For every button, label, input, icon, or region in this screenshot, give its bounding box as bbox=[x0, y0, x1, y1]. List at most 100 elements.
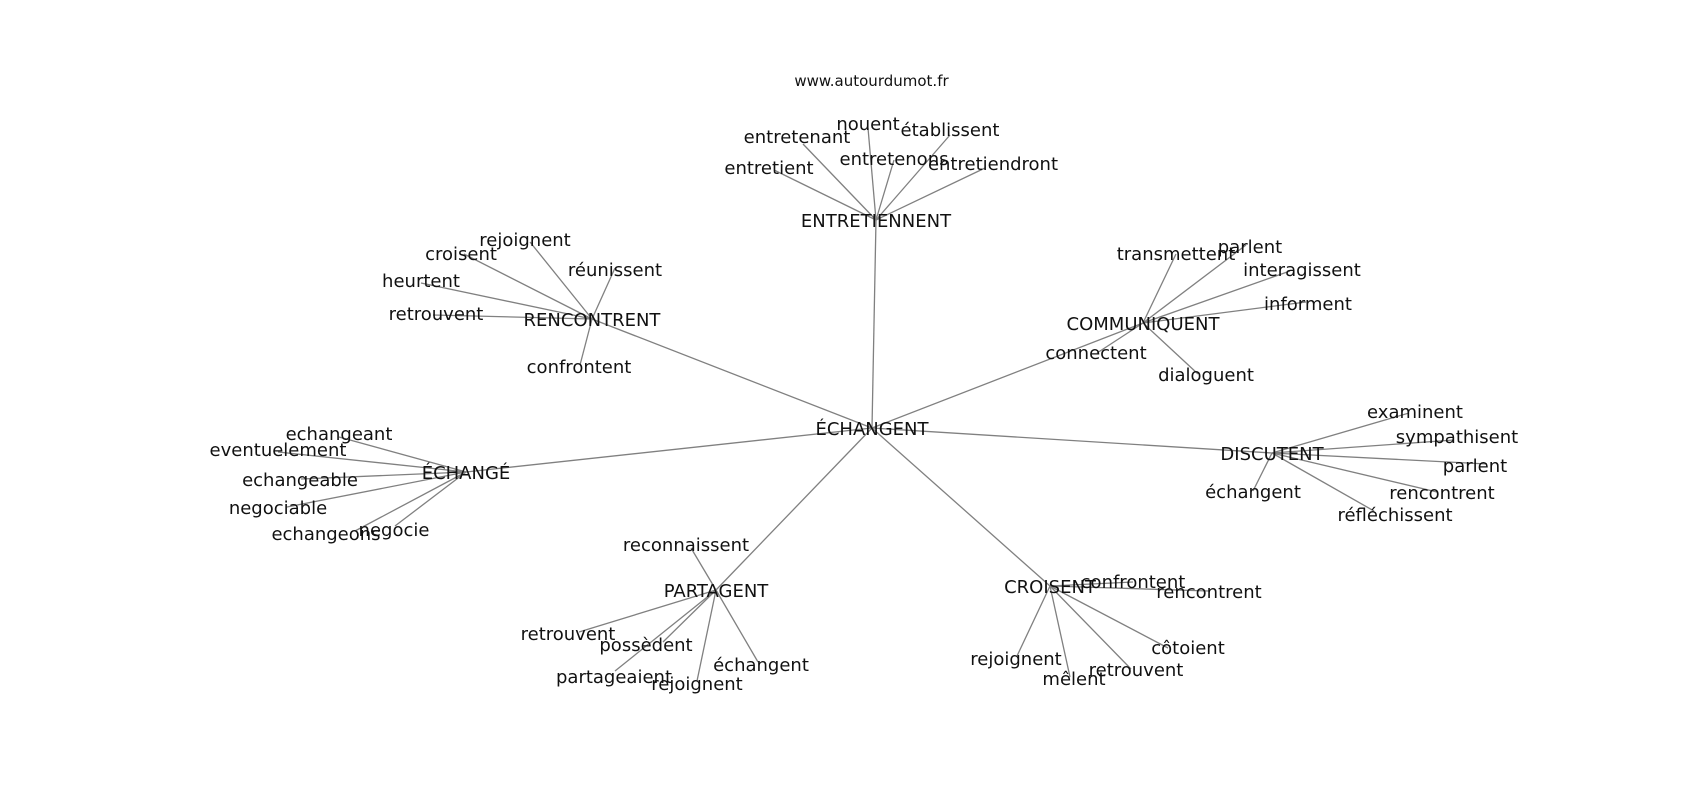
edge-entretiennent-to-nouent bbox=[867, 127, 877, 221]
leaf-node-echangent[interactable]: échangent bbox=[713, 655, 809, 676]
edge-echange-to-eventuelement bbox=[277, 451, 467, 473]
edge-partagent-to-retrouvent bbox=[578, 589, 717, 633]
edge-communiquent-to-interagissent bbox=[1142, 270, 1291, 324]
leaf-node-retrouvent[interactable]: retrouvent bbox=[521, 624, 616, 645]
edge-rencontrent-to-croisent bbox=[463, 253, 593, 320]
leaf-node-echangeons[interactable]: echangeons bbox=[271, 524, 380, 545]
hub-node-rencontrent[interactable]: RENCONTRENT bbox=[524, 310, 662, 331]
leaf-node-connectent[interactable]: connectent bbox=[1045, 343, 1146, 364]
site-watermark: www.autourdumot.fr bbox=[794, 72, 949, 90]
leaf-node-etablissent[interactable]: établissent bbox=[901, 120, 1000, 141]
edge-communiquent-to-parlent bbox=[1142, 244, 1247, 324]
edge-croisent-to-rencontrent bbox=[1049, 585, 1210, 592]
hub-node-croisent[interactable]: CROISENT bbox=[1004, 577, 1097, 598]
edge-root-to-discutent bbox=[871, 427, 1273, 454]
edge-communiquent-to-dialoguent bbox=[1142, 322, 1199, 375]
leaf-node-reunissent[interactable]: réunissent bbox=[568, 260, 662, 281]
leaf-node-rejoignent[interactable]: rejoignent bbox=[970, 649, 1061, 670]
leaf-node-echangent[interactable]: échangent bbox=[1205, 482, 1301, 503]
leaf-node-entretient[interactable]: entretient bbox=[724, 158, 813, 179]
leaf-node-retrouvent[interactable]: retrouvent bbox=[389, 304, 484, 325]
edge-discutent-to-echangent bbox=[1252, 452, 1273, 492]
leaf-node-negocie[interactable]: negocie bbox=[359, 520, 430, 541]
edge-discutent-to-reflechissent bbox=[1271, 452, 1375, 512]
leaf-node-rencontrent[interactable]: rencontrent bbox=[1389, 483, 1494, 504]
leaf-node-sympathisent[interactable]: sympathisent bbox=[1396, 427, 1518, 448]
hub-node-echange[interactable]: ÉCHANGÉ bbox=[422, 462, 511, 484]
edge-croisent-to-melent bbox=[1049, 585, 1071, 678]
edge-discutent-to-rencontrent bbox=[1271, 452, 1438, 493]
leaf-node-echangeant[interactable]: echangeant bbox=[286, 424, 393, 445]
edge-rencontrent-to-retrouvent bbox=[432, 314, 593, 320]
leaf-node-entretiendront[interactable]: entretiendront bbox=[928, 154, 1058, 175]
leaf-node-parlent[interactable]: parlent bbox=[1443, 456, 1507, 477]
leaf-node-informent[interactable]: informent bbox=[1264, 294, 1352, 315]
edge-communiquent-to-informent bbox=[1142, 301, 1307, 324]
leaf-node-entretenons[interactable]: entretenons bbox=[840, 149, 949, 170]
hub-node-entretiennent[interactable]: ENTRETIENNENT bbox=[801, 211, 952, 232]
edge-echange-to-echangeant bbox=[338, 436, 467, 473]
edge-entretiennent-to-entretiendront bbox=[875, 167, 986, 221]
leaf-node-echangeable[interactable]: echangeable bbox=[242, 470, 358, 491]
leaf-node-parlent[interactable]: parlent bbox=[1218, 237, 1282, 258]
leaf-node-transmettent[interactable]: transmettent bbox=[1117, 244, 1236, 265]
leaf-node-entretenant[interactable]: entretenant bbox=[744, 127, 851, 148]
hub-node-communiquent[interactable]: COMMUNIQUENT bbox=[1067, 314, 1221, 335]
leaf-node-eventuelement[interactable]: eventuelement bbox=[210, 440, 347, 461]
root-node-echangent[interactable]: ÉCHANGENT bbox=[815, 418, 929, 440]
edge-partagent-to-partageaient bbox=[614, 589, 717, 672]
edge-discutent-to-examinent bbox=[1271, 412, 1410, 454]
edge-partagent-to-possedent bbox=[662, 589, 717, 643]
edge-communiquent-to-connectent bbox=[1096, 322, 1144, 354]
edge-rencontrent-to-reunissent bbox=[591, 267, 616, 320]
edge-rencontrent-to-confrontent bbox=[579, 318, 593, 366]
leaf-node-cotoient[interactable]: côtoient bbox=[1151, 638, 1225, 659]
leaf-node-rejoignent[interactable]: rejoignent bbox=[479, 230, 570, 251]
leaf-node-confrontent[interactable]: confrontent bbox=[1081, 572, 1186, 593]
leaf-node-croisent[interactable]: croisent bbox=[425, 244, 497, 265]
leaf-node-reflechissent[interactable]: réfléchissent bbox=[1337, 505, 1452, 526]
edge-communiquent-to-transmettent bbox=[1142, 253, 1177, 324]
edge-croisent-to-cotoient bbox=[1049, 585, 1169, 649]
leaf-node-confrontent[interactable]: confrontent bbox=[527, 357, 632, 378]
leaf-node-interagissent[interactable]: interagissent bbox=[1243, 260, 1361, 281]
edge-partagent-to-echangent bbox=[715, 589, 759, 663]
edge-root-to-partagent bbox=[715, 427, 873, 591]
edge-rencontrent-to-heurtent bbox=[420, 282, 593, 320]
leaf-node-negociable[interactable]: negociable bbox=[229, 498, 327, 519]
hub-node-partagent[interactable]: PARTAGENT bbox=[664, 581, 770, 602]
leaf-node-examinent[interactable]: examinent bbox=[1367, 402, 1463, 423]
edge-entretiennent-to-etablissent bbox=[875, 134, 951, 221]
leaf-node-partageaient[interactable]: partageaient bbox=[556, 667, 672, 688]
edge-partagent-to-rejoignent bbox=[696, 589, 717, 682]
edge-echange-to-echangeable bbox=[300, 471, 467, 480]
leaf-node-dialoguent[interactable]: dialoguent bbox=[1158, 365, 1254, 386]
leaf-node-possedent[interactable]: possèdent bbox=[599, 635, 692, 656]
edge-croisent-to-confrontent bbox=[1049, 581, 1134, 587]
leaf-node-nouent[interactable]: nouent bbox=[836, 114, 899, 135]
edge-discutent-to-parlent bbox=[1271, 452, 1488, 465]
leaf-node-melent[interactable]: mêlent bbox=[1042, 669, 1105, 690]
leaf-node-reconnaissent[interactable]: reconnaissent bbox=[623, 535, 749, 556]
edge-entretiennent-to-entretenons bbox=[875, 159, 895, 221]
edge-rencontrent-to-rejoignent bbox=[529, 241, 593, 320]
edge-layer bbox=[277, 127, 1488, 682]
edge-root-to-communiquent bbox=[871, 322, 1144, 429]
leaf-node-heurtent[interactable]: heurtent bbox=[382, 271, 460, 292]
leaf-node-rejoignent[interactable]: rejoignent bbox=[651, 674, 742, 695]
edge-entretiennent-to-entretenant bbox=[802, 143, 877, 221]
edge-croisent-to-retrouvent bbox=[1049, 585, 1132, 670]
leaf-node-rencontrent[interactable]: rencontrent bbox=[1156, 582, 1261, 603]
edge-root-to-echange bbox=[465, 427, 873, 473]
leaf-node-retrouvent[interactable]: retrouvent bbox=[1089, 660, 1184, 681]
edge-entretiennent-to-entretient bbox=[773, 169, 877, 221]
edge-echange-to-echangeons bbox=[354, 471, 467, 532]
edge-echange-to-negociable bbox=[286, 471, 467, 508]
edge-root-to-entretiennent bbox=[871, 219, 877, 429]
edge-croisent-to-rejoignent bbox=[1016, 585, 1051, 657]
hub-node-discutent[interactable]: DISCUTENT bbox=[1220, 444, 1324, 465]
edge-root-to-rencontrent bbox=[591, 318, 873, 429]
